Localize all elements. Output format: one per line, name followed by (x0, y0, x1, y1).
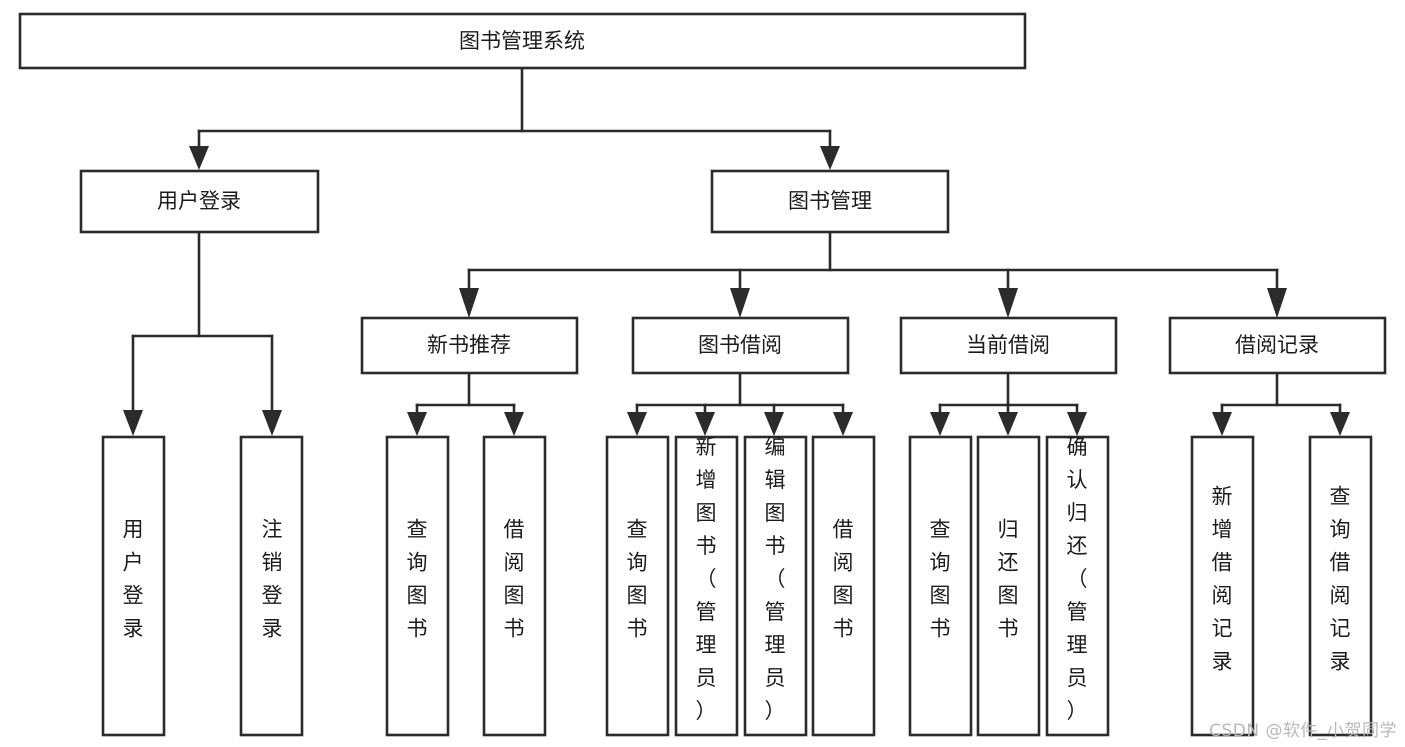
leaf-label: 归还图书 (998, 518, 1019, 641)
arrow-bm-to-current (998, 288, 1018, 318)
arrow-record-leaf2 (1330, 412, 1350, 436)
arrow-root-to-user-login (189, 146, 209, 170)
leaf-current-confirm-return-admin[interactable]: 确认归还（管理员） (1045, 435, 1110, 737)
node-user-login-box[interactable] (79, 169, 320, 234)
leaf-box[interactable] (743, 435, 808, 737)
leaf-label: 确认归还（管理员） (1067, 435, 1088, 723)
node-root-system[interactable]: 图书管理系统 (18, 12, 1027, 70)
leaf-label: 编辑图书（管理员） (765, 435, 786, 723)
leaf-label: 借阅图书 (833, 518, 854, 641)
leaf-label: 查询图书 (930, 518, 951, 641)
node-root-box[interactable] (18, 12, 1027, 70)
node-new-book-recommend-box[interactable] (360, 316, 579, 375)
arrow-current-leaf3 (1067, 412, 1087, 436)
leaf-label: 查询图书 (627, 518, 648, 641)
leaf-box[interactable] (482, 435, 547, 737)
leaf-label: 新增图书（管理员） (696, 435, 717, 723)
arrow-current-leaf1 (930, 412, 950, 436)
leaf-label: 查询借阅记录 (1330, 485, 1351, 674)
node-root-label: 图书管理系统 (459, 29, 585, 53)
leaf-user-login-logout[interactable]: 注销登录 (239, 435, 304, 737)
leaf-box[interactable] (1190, 435, 1255, 737)
leaf-record-add-record[interactable]: 新增借阅记录 (1190, 435, 1255, 737)
node-user-login-label: 用户登录 (157, 189, 241, 213)
leaf-borrow-query-book[interactable]: 查询图书 (605, 435, 670, 737)
node-book-manage-box[interactable] (710, 169, 950, 234)
arrow-borrow-leaf1 (627, 412, 647, 436)
leaf-box[interactable] (1308, 435, 1373, 737)
node-book-borrow-box[interactable] (631, 316, 850, 375)
arrow-current-leaf2 (998, 412, 1018, 436)
leaf-label: 新增借阅记录 (1212, 485, 1233, 674)
leaf-borrow-borrow-book[interactable]: 借阅图书 (811, 435, 876, 737)
node-book-borrow-label: 图书借阅 (698, 333, 782, 357)
arrow-root-to-book-manage (820, 146, 840, 170)
arrow-bm-to-record (1267, 288, 1287, 318)
leaf-box[interactable] (101, 435, 166, 737)
leaf-box[interactable] (1045, 435, 1110, 737)
leaf-box[interactable] (976, 435, 1041, 737)
leaf-box[interactable] (239, 435, 304, 737)
arrow-user-login-leaf2 (262, 410, 282, 436)
leaf-current-return-book[interactable]: 归还图书 (976, 435, 1041, 737)
leaf-box[interactable] (811, 435, 876, 737)
node-new-book-recommend[interactable]: 新书推荐 (360, 316, 579, 375)
leaf-label: 查询图书 (407, 518, 428, 641)
leaf-box[interactable] (908, 435, 973, 737)
node-current-borrow-label: 当前借阅 (966, 333, 1050, 357)
leaf-user-login-login[interactable]: 用户登录 (101, 435, 166, 737)
leaf-box[interactable] (385, 435, 450, 737)
leaf-newbook-query-book[interactable]: 查询图书 (385, 435, 450, 737)
leaf-record-query-record[interactable]: 查询借阅记录 (1308, 435, 1373, 737)
node-book-manage-label: 图书管理 (788, 189, 872, 213)
leaf-label: 借阅图书 (504, 518, 525, 641)
arrow-record-leaf1 (1212, 412, 1232, 436)
leaf-box[interactable] (674, 435, 739, 737)
node-book-borrow[interactable]: 图书借阅 (631, 316, 850, 375)
leaf-label: 注销登录 (262, 518, 283, 641)
node-new-book-recommend-label: 新书推荐 (427, 333, 511, 357)
leaf-box[interactable] (605, 435, 670, 737)
leaf-current-query-book[interactable]: 查询图书 (908, 435, 973, 737)
node-user-login[interactable]: 用户登录 (79, 169, 320, 234)
arrow-bm-to-borrow (730, 288, 750, 318)
leaf-label: 用户登录 (123, 518, 144, 641)
arrow-borrow-leaf4 (833, 412, 853, 436)
arrow-user-login-leaf1 (123, 410, 143, 436)
leaf-borrow-edit-book-admin[interactable]: 编辑图书（管理员） (743, 435, 808, 737)
leaf-newbook-borrow-book[interactable]: 借阅图书 (482, 435, 547, 737)
node-borrow-record-label: 借阅记录 (1235, 333, 1319, 357)
node-borrow-record[interactable]: 借阅记录 (1168, 316, 1387, 375)
connector-layer (123, 66, 1350, 436)
arrow-borrow-leaf2 (695, 412, 715, 436)
node-book-manage[interactable]: 图书管理 (710, 169, 950, 234)
arrow-bm-to-new-book (459, 288, 479, 318)
node-current-borrow[interactable]: 当前借阅 (899, 316, 1118, 375)
node-borrow-record-box[interactable] (1168, 316, 1387, 375)
leaf-borrow-add-book-admin[interactable]: 新增图书（管理员） (674, 435, 739, 737)
arrow-newbook-leaf1 (407, 412, 427, 436)
node-current-borrow-box[interactable] (899, 316, 1118, 375)
arrow-borrow-leaf3 (764, 412, 784, 436)
arrow-newbook-leaf2 (504, 412, 524, 436)
